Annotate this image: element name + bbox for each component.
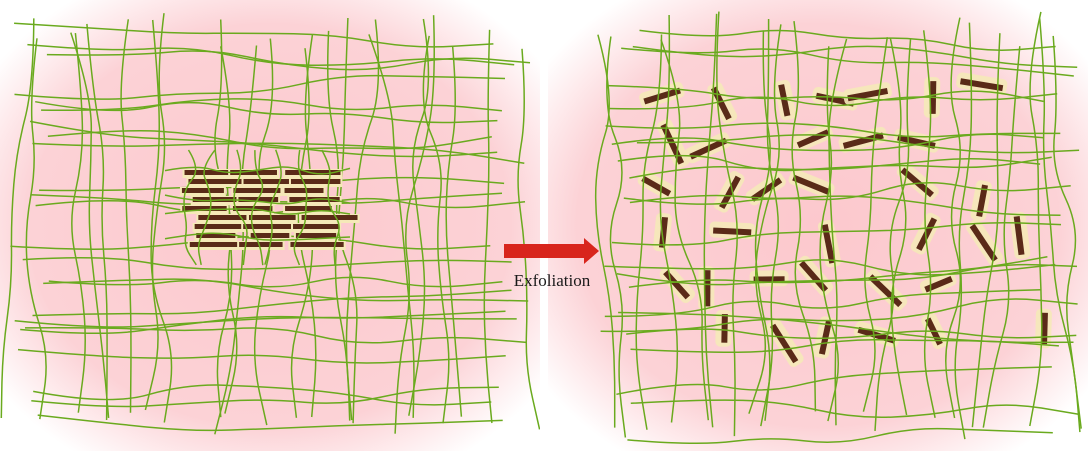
clay-layer — [190, 242, 241, 247]
right-panel — [548, 0, 1088, 451]
clay-layer — [244, 179, 297, 184]
right-panel-background — [548, 0, 1088, 451]
clay-layer — [296, 233, 336, 238]
clay-layer — [249, 215, 296, 220]
clay-layer — [302, 215, 358, 220]
clay-layer — [182, 188, 224, 193]
left-panel — [0, 0, 540, 451]
clay-layer — [293, 224, 339, 229]
exfoliation-label: Exfoliation — [500, 271, 604, 291]
clay-layer — [291, 179, 340, 184]
clay-layer — [233, 188, 280, 193]
clay-layer — [195, 224, 242, 229]
clay-layer — [285, 188, 324, 193]
